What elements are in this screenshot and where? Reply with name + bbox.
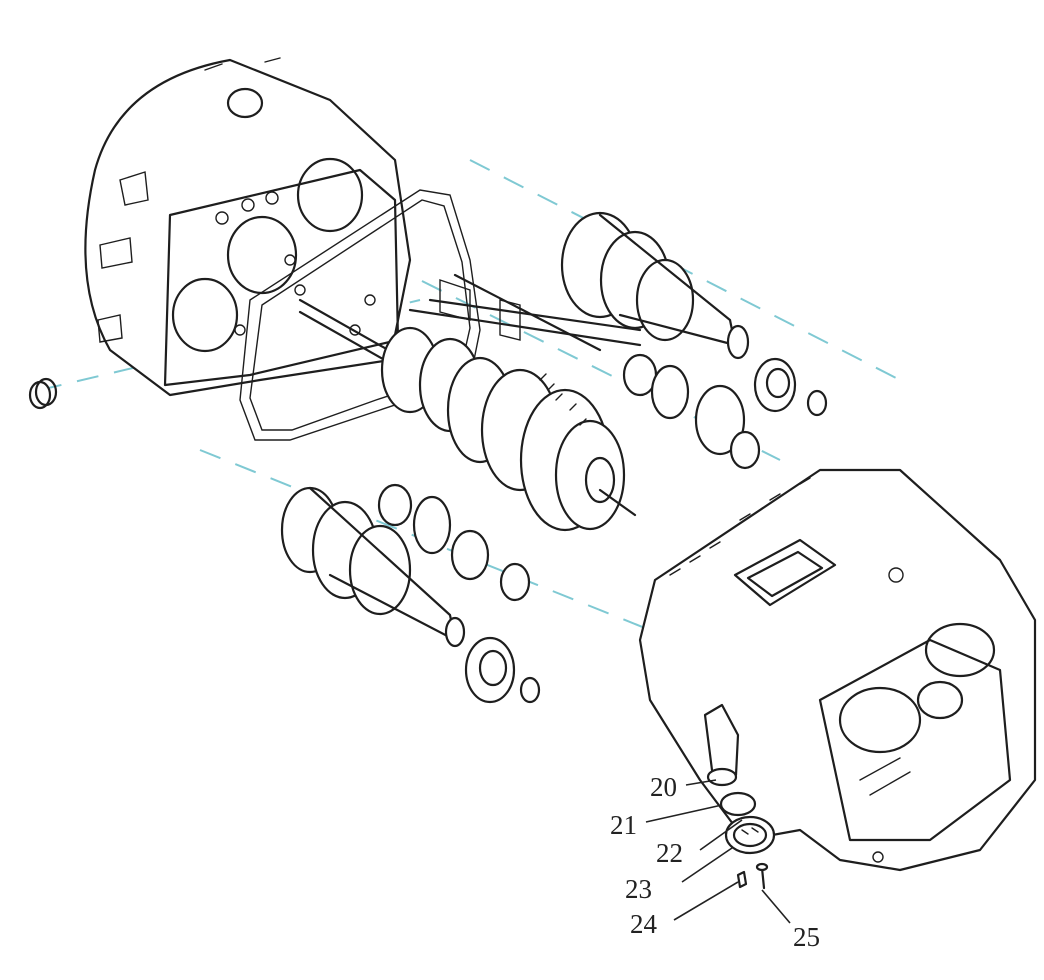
callout-24: 24 [630, 909, 658, 939]
callout-23: 23 [625, 874, 652, 904]
front-housing [84, 57, 412, 397]
bushing-part [28, 377, 58, 410]
callout-leaders [645, 779, 791, 924]
callout-20: 20 [650, 772, 677, 802]
filler-cover-parts [703, 703, 776, 890]
lower-countershaft-cluster [280, 483, 541, 704]
callout-22: 22 [656, 838, 683, 868]
upper-countershaft-cluster [560, 211, 828, 470]
callout-labels: 20 21 22 23 24 25 [610, 772, 820, 952]
callout-25: 25 [793, 922, 820, 952]
center-gear-cluster [380, 326, 637, 532]
callout-21: 21 [610, 810, 637, 840]
rear-housing [638, 468, 1037, 872]
